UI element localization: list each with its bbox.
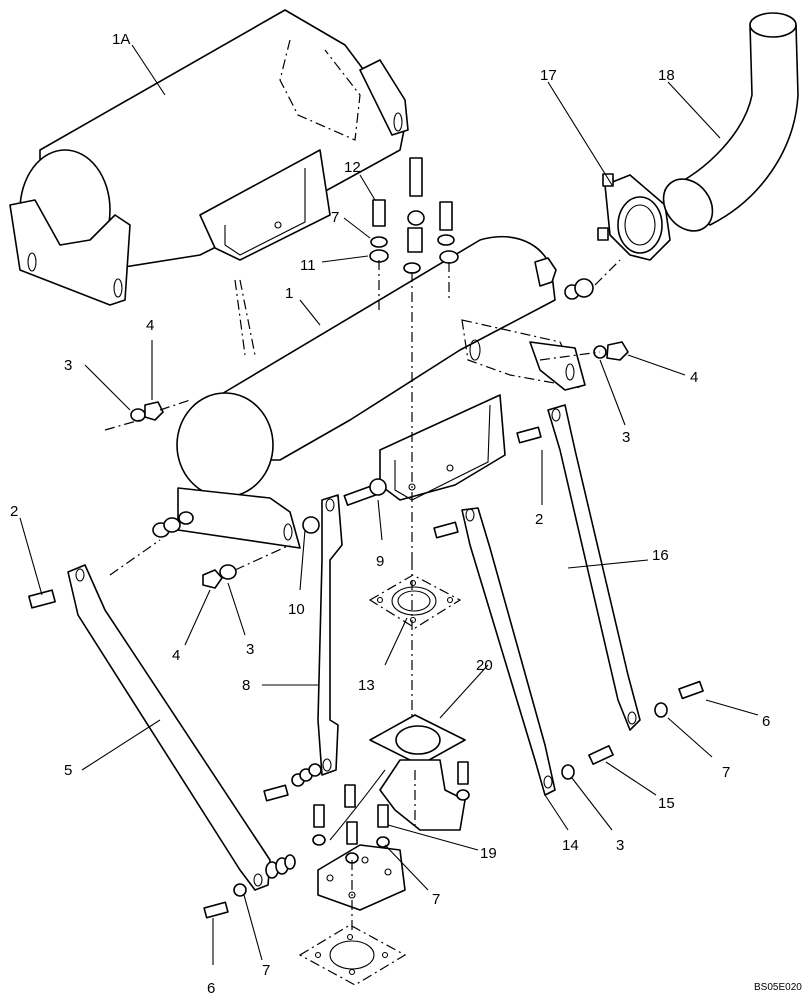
label-9: 9 xyxy=(376,553,384,570)
label-6: 6 xyxy=(762,713,770,730)
label-16: 16 xyxy=(652,547,669,564)
label-7: 7 xyxy=(432,891,440,908)
support-rod-5 xyxy=(28,564,296,919)
exhaust-elbow-18 xyxy=(662,12,799,232)
support-rod-14 xyxy=(433,507,614,796)
callout-labels: 1A 1 12 7 11 4 3 17 18 4 3 2 2 9 10 4 3 … xyxy=(10,31,802,997)
label-4: 4 xyxy=(146,317,154,334)
left-fasteners xyxy=(104,399,291,589)
exhaust-clamp-17 xyxy=(597,173,671,261)
label-20: 20 xyxy=(476,657,493,674)
bottom-gasket xyxy=(298,924,407,986)
label-14: 14 xyxy=(562,837,579,854)
label-11: 11 xyxy=(300,257,316,274)
label-6: 6 xyxy=(207,980,215,997)
bolts-19 xyxy=(312,761,470,864)
label-4: 4 xyxy=(690,369,698,386)
label-17: 17 xyxy=(540,67,557,84)
adapter-20 xyxy=(317,714,466,911)
drawing-code: BS05E020 xyxy=(754,982,802,993)
label-3: 3 xyxy=(622,429,630,446)
label-2: 2 xyxy=(535,511,543,528)
label-1: 1 xyxy=(285,285,293,302)
gasket-13 xyxy=(368,574,462,629)
support-rod-8 xyxy=(263,494,343,802)
label-19: 19 xyxy=(480,845,497,862)
leader-lines xyxy=(19,44,759,965)
label-13: 13 xyxy=(358,677,375,694)
label-4: 4 xyxy=(172,647,180,664)
label-7: 7 xyxy=(722,764,730,781)
label-7: 7 xyxy=(331,209,339,226)
label-3: 3 xyxy=(616,837,624,854)
fasteners-9-10 xyxy=(302,478,387,534)
muffler-1 xyxy=(176,235,586,549)
label-2: 2 xyxy=(10,503,18,520)
label-1a: 1A xyxy=(112,31,130,48)
label-12: 12 xyxy=(344,159,361,176)
label-8: 8 xyxy=(242,677,250,694)
top-fasteners xyxy=(369,157,459,560)
label-3: 3 xyxy=(64,357,72,374)
label-15: 15 xyxy=(658,795,675,812)
label-5: 5 xyxy=(64,762,72,779)
clamp-fasteners xyxy=(539,259,629,361)
label-18: 18 xyxy=(658,67,675,84)
label-10: 10 xyxy=(288,601,305,618)
muffler-guard-1a xyxy=(9,9,409,306)
support-rod-16 xyxy=(516,404,704,731)
label-7: 7 xyxy=(262,962,270,979)
label-3: 3 xyxy=(246,641,254,658)
